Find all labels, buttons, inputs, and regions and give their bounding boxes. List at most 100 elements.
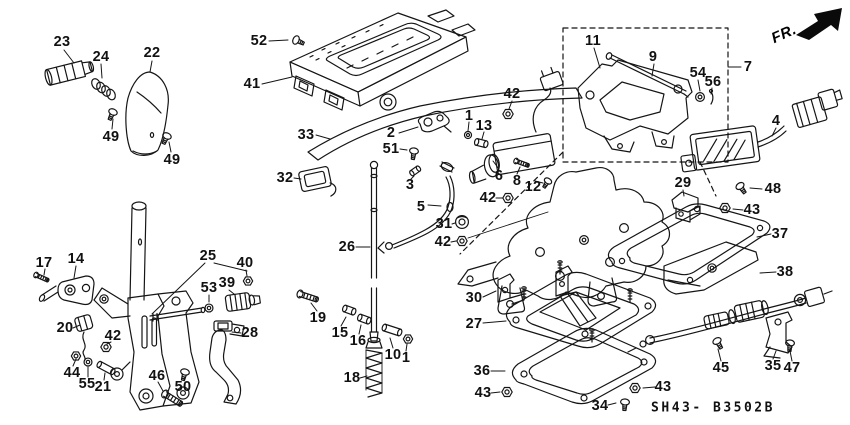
rod-9 — [605, 52, 688, 97]
lever-bracket-14 — [38, 276, 94, 305]
callout-49a: 49 — [102, 129, 120, 145]
shift-rod-5 — [378, 161, 454, 253]
callout-39: 39 — [218, 275, 236, 291]
callout-55: 55 — [78, 376, 96, 392]
bushing-15 — [341, 303, 358, 317]
bolt-8 — [512, 157, 531, 169]
callout-2: 2 — [386, 125, 396, 141]
grommet-31 — [456, 216, 469, 229]
callout-18: 18 — [343, 370, 361, 386]
diagram-code: SH43- B3502B — [651, 400, 775, 416]
nut-42a — [502, 108, 514, 120]
nut-43b — [501, 386, 513, 398]
callout-42b: 42 — [479, 190, 497, 206]
nut-40 — [242, 276, 254, 286]
spring-18 — [366, 337, 382, 397]
callout-48: 48 — [764, 181, 782, 197]
callout-6: 6 — [494, 168, 504, 184]
upper-bracket-27 — [556, 266, 572, 296]
nut-43c — [629, 382, 641, 394]
callout-14: 14 — [67, 251, 85, 267]
callout-20: 20 — [56, 320, 74, 336]
nut-42b — [502, 192, 514, 204]
callout-19: 19 — [309, 310, 327, 326]
callout-30: 30 — [465, 290, 483, 306]
bolt-48 — [734, 180, 750, 197]
bolt-34 — [619, 398, 631, 412]
callout-32: 32 — [276, 170, 294, 186]
callout-43c: 43 — [654, 379, 672, 395]
washer-55 — [83, 357, 93, 367]
control-rod-26 — [370, 161, 378, 341]
callout-31: 31 — [435, 216, 453, 232]
shift-knob-22 — [126, 72, 168, 155]
callout-34: 34 — [591, 398, 609, 414]
callout-1a: 1 — [464, 108, 474, 124]
callout-43b: 43 — [474, 385, 492, 401]
gasket-36 — [512, 328, 655, 403]
callout-49b: 49 — [163, 152, 181, 168]
solenoid-6 — [464, 65, 563, 183]
callout-16: 16 — [349, 333, 367, 349]
push-knob-23 — [44, 58, 95, 85]
callout-22: 22 — [143, 45, 161, 61]
callout-36: 36 — [473, 363, 491, 379]
bolt-17 — [32, 271, 51, 284]
callout-25: 25 — [199, 248, 217, 264]
callout-46: 46 — [148, 368, 166, 384]
callout-5: 5 — [416, 199, 426, 215]
fr-direction-arrow-icon — [796, 8, 842, 40]
spring-pin-20 — [74, 314, 93, 360]
stud-bolt — [627, 288, 633, 303]
callout-52: 52 — [250, 33, 268, 49]
housing-27 — [506, 272, 655, 347]
callout-13: 13 — [475, 118, 493, 134]
callout-47: 47 — [783, 360, 801, 376]
indicator-panel-41 — [290, 10, 475, 110]
callout-40: 40 — [236, 255, 254, 271]
callout-15: 15 — [331, 325, 349, 341]
callout-17: 17 — [35, 255, 53, 271]
callout-24: 24 — [92, 49, 110, 65]
callout-56: 56 — [704, 74, 722, 90]
callout-41: 41 — [243, 76, 261, 92]
callout-45: 45 — [712, 360, 730, 376]
callout-9: 9 — [648, 49, 658, 65]
screw-51 — [407, 146, 420, 161]
callout-4: 4 — [771, 113, 781, 129]
switch-assembly-4 — [678, 87, 847, 172]
callout-42a: 42 — [503, 86, 521, 102]
ring-1a — [464, 130, 472, 140]
bushing-13 — [473, 137, 490, 149]
roller-pin-21 — [95, 360, 117, 376]
bolt-47 — [784, 339, 796, 353]
callout-53: 53 — [200, 280, 218, 296]
bolt-19 — [295, 288, 321, 305]
cable-bracket-35 — [764, 312, 792, 358]
slider-plate-33 — [308, 88, 582, 160]
callout-43a: 43 — [743, 202, 761, 218]
nut-1b — [402, 334, 414, 344]
callout-35: 35 — [764, 358, 782, 374]
callout-38: 38 — [776, 264, 794, 280]
nut-42c — [456, 235, 468, 247]
callout-11: 11 — [585, 33, 601, 49]
callout-23: 23 — [53, 34, 71, 50]
callout-42c: 42 — [434, 234, 452, 250]
callout-37: 37 — [771, 226, 789, 242]
leader-lines — [44, 40, 792, 405]
callout-28: 28 — [241, 325, 259, 341]
callout-27: 27 — [465, 316, 483, 332]
callout-42d: 42 — [104, 328, 122, 344]
frame-bracket-11 — [578, 60, 692, 152]
callout-12: 12 — [524, 179, 542, 195]
washer-53 — [204, 303, 214, 313]
screw-52 — [290, 34, 307, 49]
pin-10 — [380, 323, 404, 337]
callout-1b: 1 — [401, 350, 411, 366]
callout-10: 10 — [384, 347, 402, 363]
link-3 — [408, 164, 423, 178]
bracket-28 — [210, 321, 244, 404]
